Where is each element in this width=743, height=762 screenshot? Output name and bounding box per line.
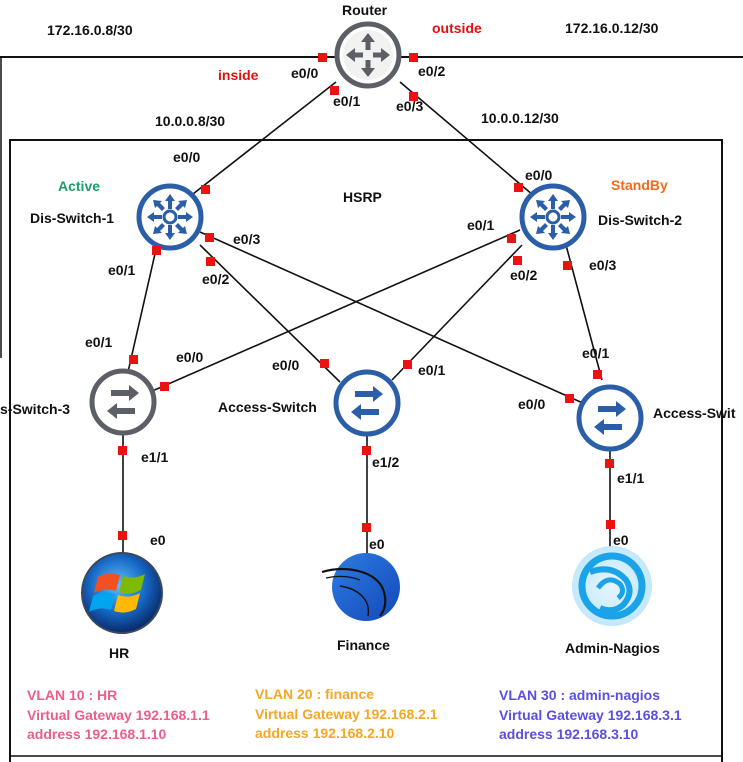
port-label: e0/2 [202,271,229,287]
vlan20-info: VLAN 20 : finance Virtual Gateway 192.16… [255,685,438,744]
port-label: e0/1 [467,217,494,233]
port-label: e0/0 [518,396,545,412]
port-label: e0/0 [176,349,203,365]
port-label: e0 [150,532,166,548]
active-label: Active [58,178,100,194]
lan-zone-border [9,139,723,762]
standby-label: StandBy [611,177,668,193]
port-marker [362,446,371,455]
vlan10-name: VLAN 10 : HR [27,687,118,703]
link-dis2-accmid [391,244,523,381]
net-10-12-label: 10.0.0.12/30 [481,110,559,126]
port-label: e1/1 [141,449,168,465]
access-switch-mid-label: Access-Switch [218,399,317,415]
port-label: e0/3 [589,257,616,273]
vlan20-gateway: Virtual Gateway 192.168.2.1 [255,705,438,722]
port-label: e0/3 [396,98,423,114]
port-label: e0/2 [418,63,445,79]
port-label: e1/2 [372,454,399,470]
port-label: e1/1 [617,470,644,486]
outside-label: outside [432,20,482,36]
port-label: e0 [613,532,629,548]
port-marker [330,86,339,95]
access-switch-3-icon[interactable] [89,368,157,436]
port-marker [320,359,329,368]
port-label: e0/1 [333,93,360,109]
port-marker [409,53,418,62]
port-marker [605,459,614,468]
port-marker [593,370,602,379]
port-marker [565,394,574,403]
port-label: e0/3 [233,231,260,247]
deepin-logo-icon[interactable] [572,546,652,626]
dis-switch-1-label: Dis-Switch-1 [30,210,114,226]
port-marker [409,92,418,101]
port-markers [118,53,615,540]
port-label: e0/1 [108,262,135,278]
port-label: e0/0 [525,167,552,183]
port-marker [513,256,522,265]
hsrp-label: HSRP [343,189,382,205]
port-label: e0/2 [510,267,537,283]
inside-label: inside [218,67,259,83]
link-dis2-acc3 [149,229,521,393]
windows-logo-icon[interactable] [81,552,163,634]
vlan30-name: VLAN 30 : admin-nagios [499,687,661,703]
port-marker [118,446,127,455]
vlan10-address: address 192.168.1.10 [27,726,167,742]
vlan30-address: address 192.168.3.10 [499,726,639,742]
port-label: e0/0 [291,65,318,81]
hr-label: HR [109,645,129,661]
link-router-dis1 [169,81,337,213]
admin-nagios-label: Admin-Nagios [565,640,660,656]
net-10-8-label: 10.0.0.8/30 [155,113,225,129]
vlan10-gateway: Virtual Gateway 192.168.1.1 [27,706,210,723]
dis-switch-2-icon[interactable] [519,183,587,251]
port-marker [152,246,161,255]
access-switch-3-label: s-Switch-3 [0,401,70,417]
port-marker [160,382,169,391]
link-dis1-acc3 [127,244,158,373]
net-right-label: 172.16.0.12/30 [565,20,659,36]
vlan20-name: VLAN 20 : finance [255,686,375,702]
vlan30-gateway: Virtual Gateway 192.168.3.1 [499,706,682,723]
net-left-label: 172.16.0.8/30 [47,22,133,38]
port-marker [507,234,516,243]
access-switch-right-label: Access-Swit [653,405,736,421]
port-label: e0/1 [85,334,112,350]
port-label: e0/0 [173,149,200,165]
access-switch-mid-icon[interactable] [333,369,401,437]
dis-switch-2-label: Dis-Switch-2 [598,212,682,228]
port-marker [514,183,523,192]
dis-switch-1-icon[interactable] [136,183,204,251]
port-marker [118,531,127,540]
router-label: Router [342,2,388,18]
port-label: e0 [369,536,385,552]
port-marker [205,233,214,242]
port-marker [362,523,371,532]
port-marker [318,53,327,62]
kali-linux-logo-icon[interactable] [321,553,400,621]
vlan10-info: VLAN 10 : HR Virtual Gateway 192.168.1.1… [27,686,210,745]
port-marker [129,355,138,364]
port-marker [403,360,412,369]
access-switch-right-icon[interactable] [576,384,644,452]
link-router-dis2 [399,81,554,213]
finance-label: Finance [337,637,390,653]
port-marker [563,261,572,270]
port-marker [206,257,215,266]
port-label: e0/0 [272,357,299,373]
port-marker [201,185,210,194]
router-icon[interactable] [334,21,402,89]
link-dis1-accmid [199,244,341,383]
port-marker [606,520,615,529]
link-dis1-accright [199,231,586,405]
port-label: e0/1 [582,345,609,361]
vlan30-info: VLAN 30 : admin-nagios Virtual Gateway 1… [499,686,682,745]
vlan20-address: address 192.168.2.10 [255,725,395,741]
port-label: e0/1 [418,362,445,378]
